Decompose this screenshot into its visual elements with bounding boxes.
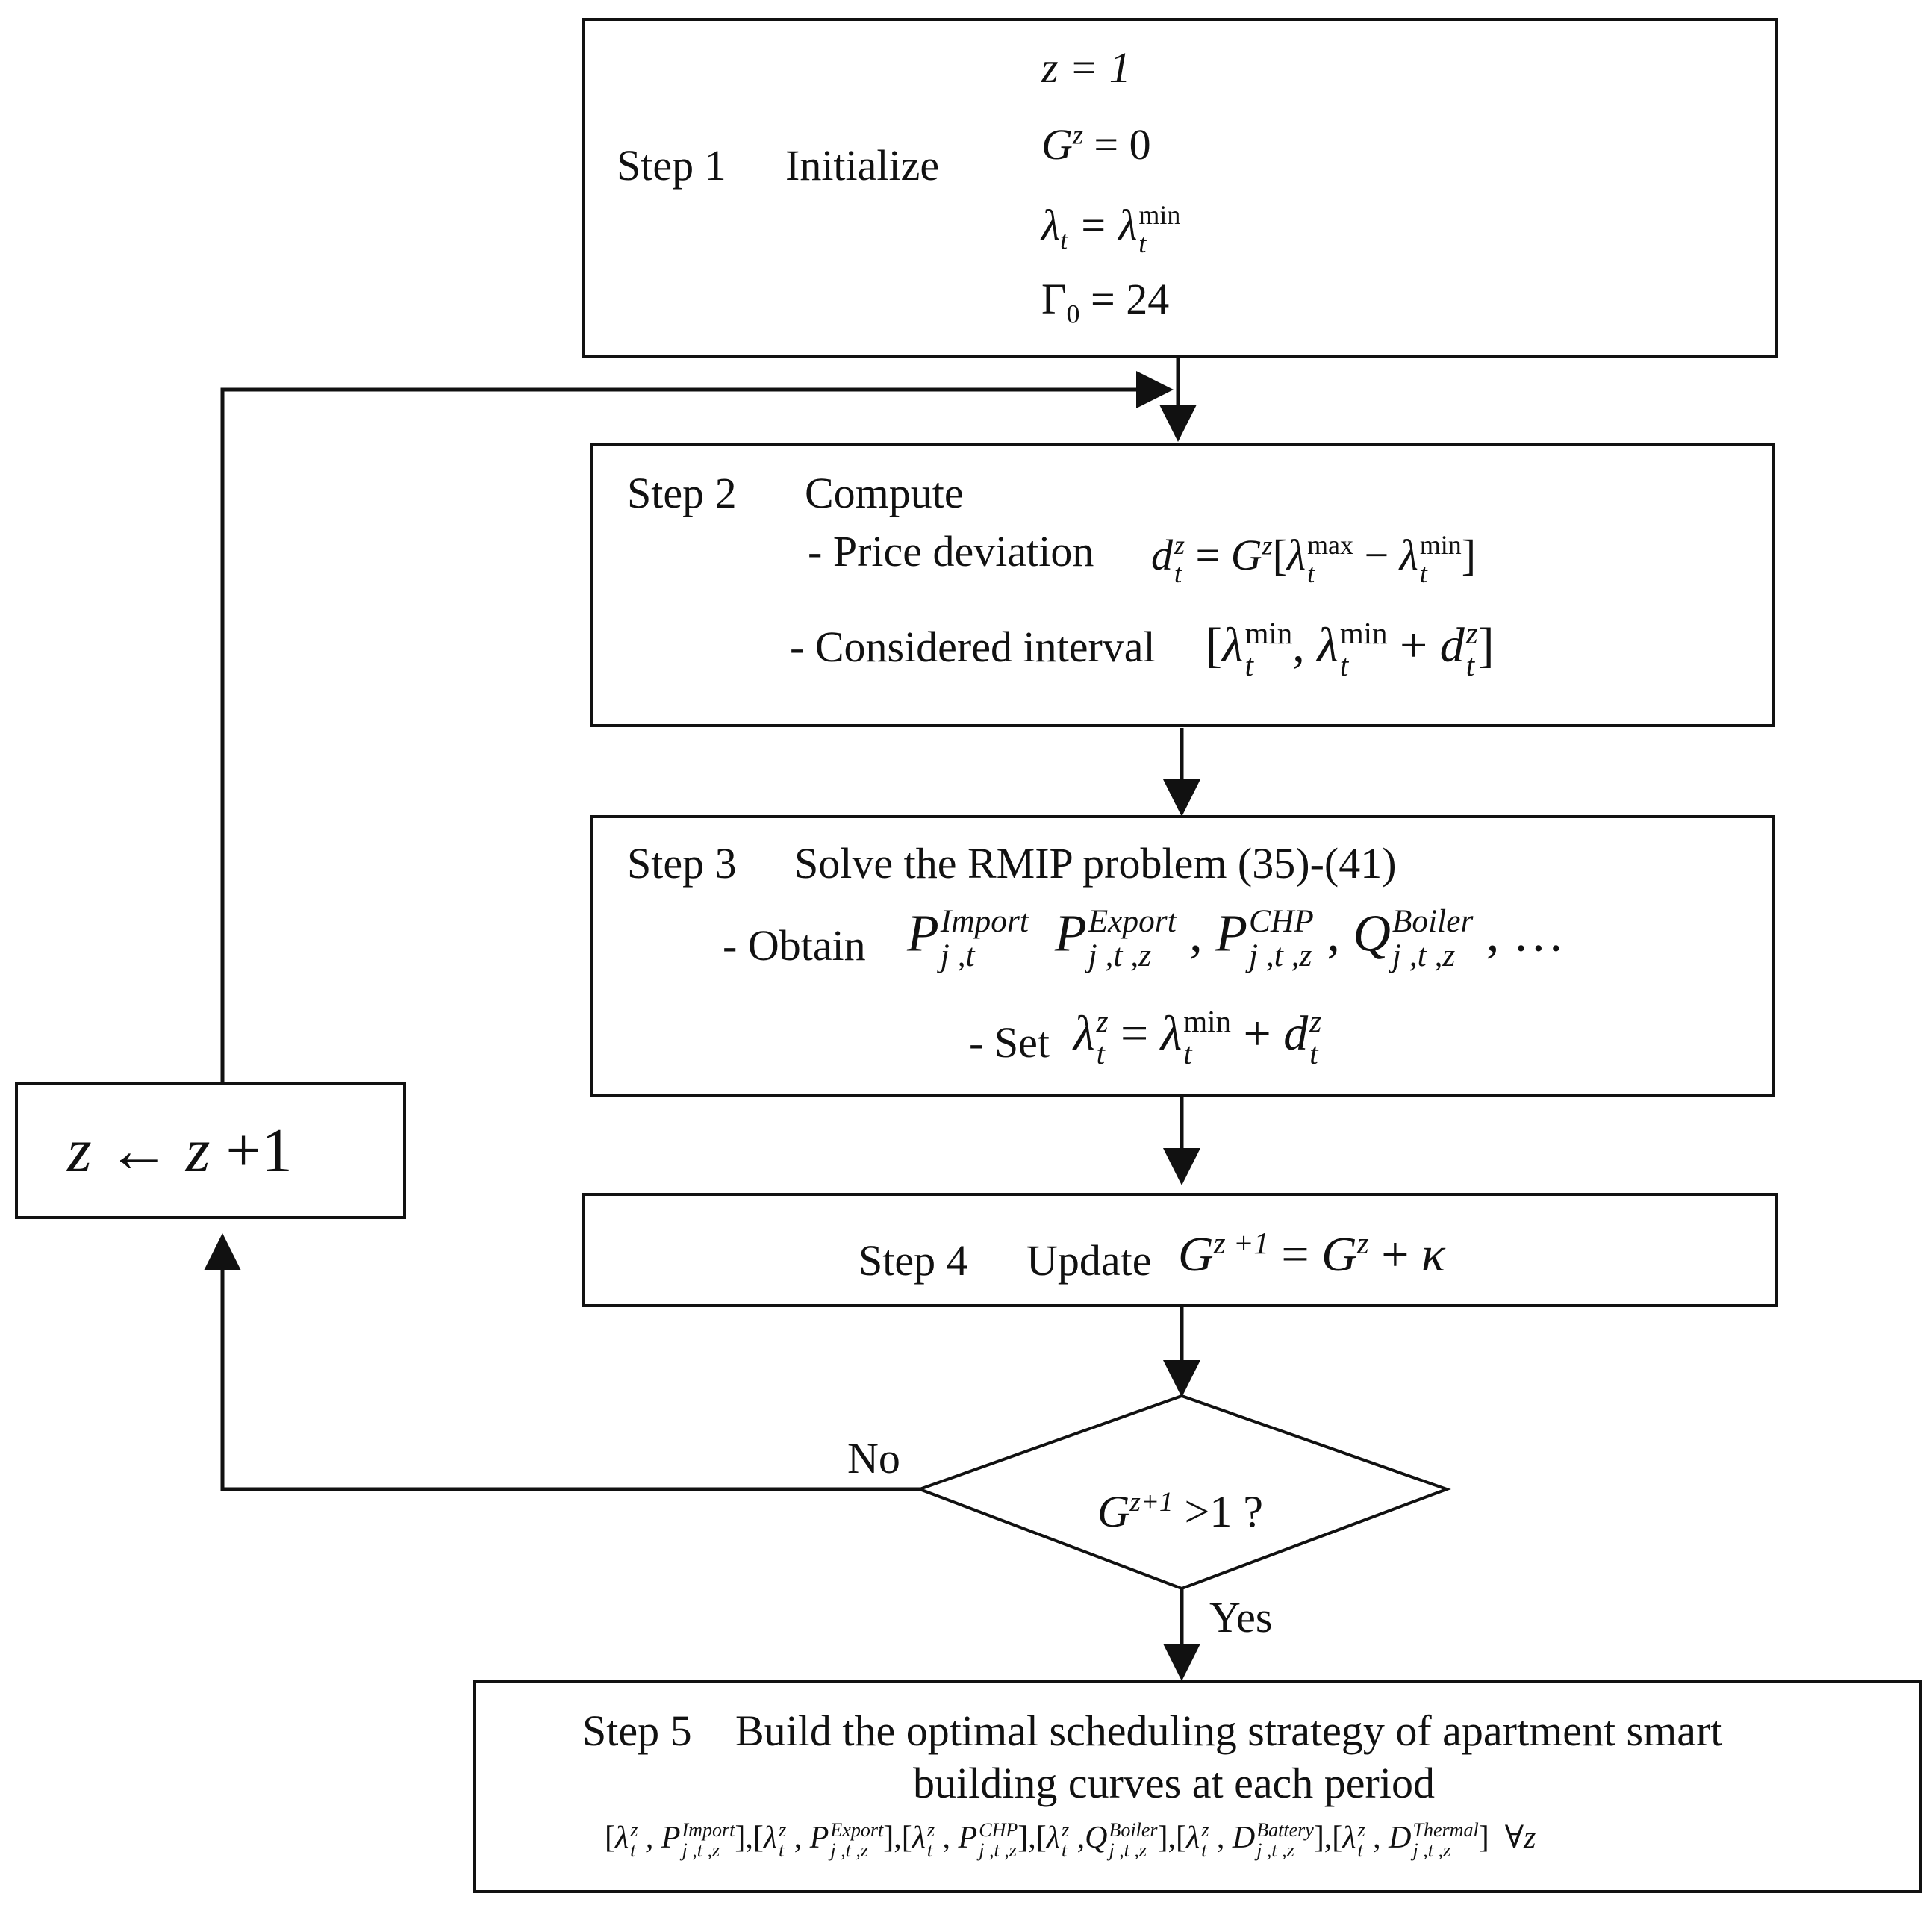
step1-title: Initialize [785,141,940,190]
step3-set-text: - Set [969,1018,1050,1067]
step5-title-line1: Build the optimal scheduling strategy of… [735,1706,1723,1755]
increment-formula: z ← z +1 [67,1116,293,1185]
step5-label: Step 5 [582,1706,692,1755]
decision-diamond [915,1394,1451,1591]
step2-label: Step 2 [627,469,737,517]
step2-price-deviation-text: - Price deviation [808,527,1094,576]
step2-box [590,443,1775,727]
decision-no-label: No [847,1434,900,1482]
decision-yes-label: Yes [1209,1593,1273,1641]
step4-label: Step 4 [859,1236,968,1285]
step4-box [582,1193,1778,1307]
step3-label: Step 3 [627,839,737,888]
step3-obtain-text: - Obtain [723,921,866,970]
step4-formula: Gz +1 = Gz + κ [1178,1226,1445,1282]
step1-eq-gamma: Γ0 = 24 [1041,275,1170,329]
step1-eq-z: z = 1 [1041,43,1131,92]
decision-formula: Gz+1 >1 ? [1097,1487,1263,1536]
step1-box [582,18,1778,358]
step5-title-line2: building curves at each period [913,1759,1435,1807]
step2-interval-text: - Considered interval [790,623,1156,671]
step1-eq-g: Gz = 0 [1041,119,1151,169]
loop-return-line [220,371,1174,1082]
no-branch-line [204,1233,920,1491]
step3-title: Solve the RMIP problem (35)-(41) [794,839,1397,888]
step5-box [473,1680,1922,1893]
step4-title: Update [1026,1236,1152,1285]
step1-label: Step 1 [617,141,726,190]
step3-box [590,815,1775,1097]
increment-box [15,1082,406,1219]
step2-title: Compute [805,469,964,517]
